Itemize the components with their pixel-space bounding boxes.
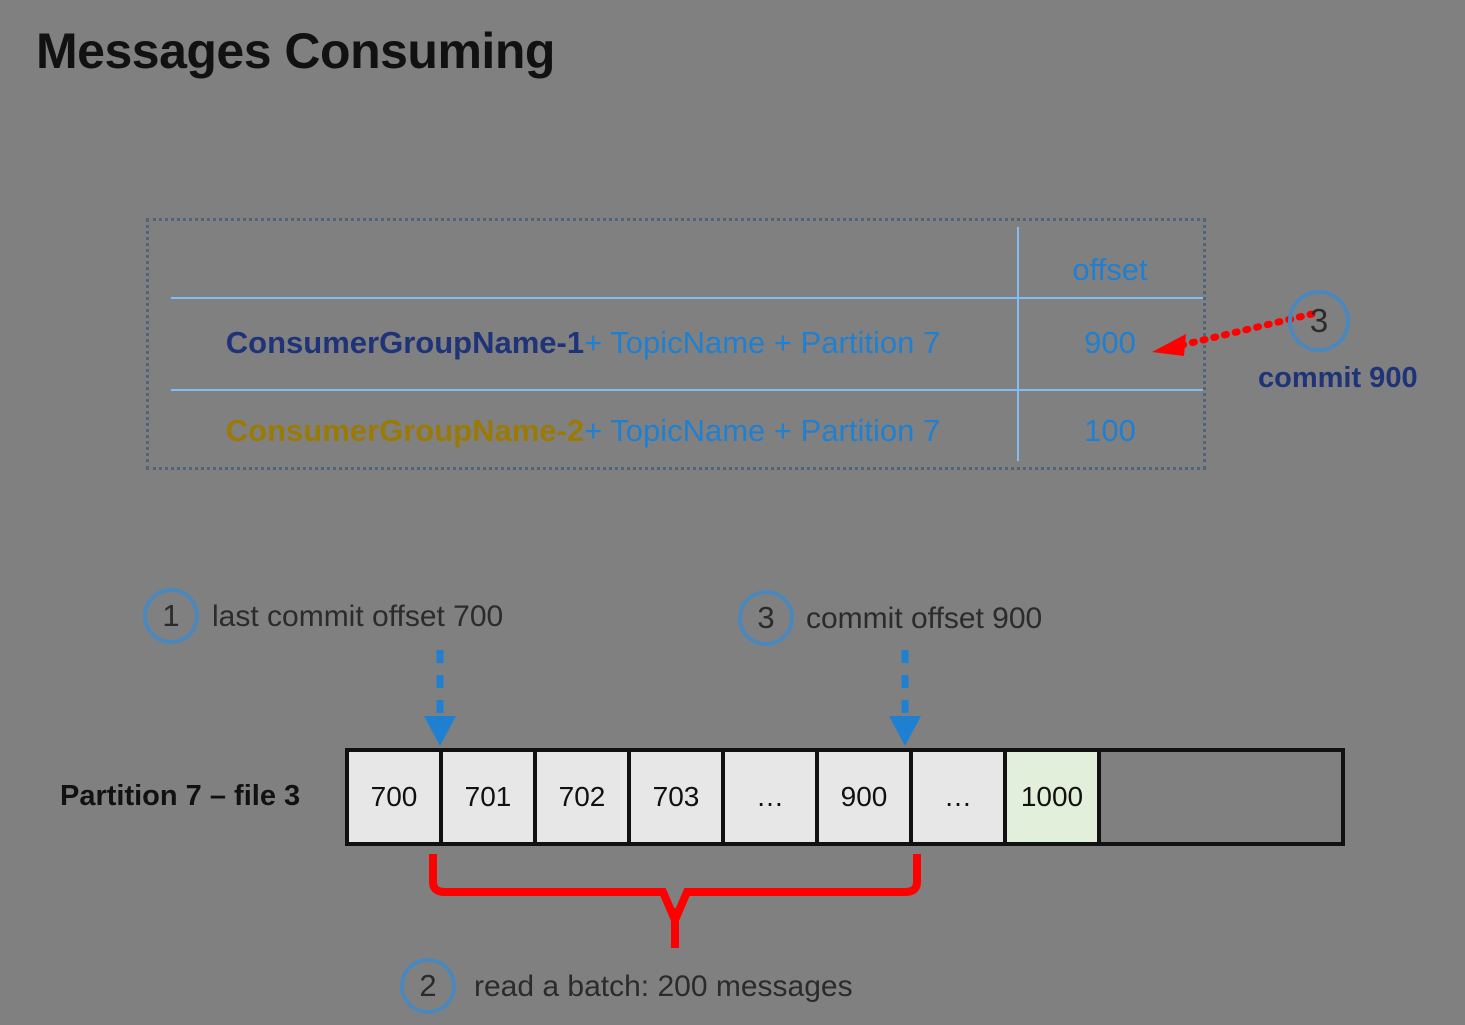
message-cell: 702	[537, 752, 631, 842]
table-row-key-cell: ConsumerGroupName-1+ TopicName + Partiti…	[149, 325, 1017, 361]
down-arrow-icon-2	[889, 650, 921, 746]
table-row-offset-value: 900	[1084, 325, 1136, 360]
message-cell: 700	[349, 752, 443, 842]
table-callout-step-circle: 3	[1288, 290, 1350, 352]
table-header-row: offset	[149, 243, 1203, 297]
table-vertical-divider	[1017, 227, 1019, 461]
step-circle-1: 1	[143, 588, 199, 644]
consumer-group-name: ConsumerGroupName-1	[225, 325, 585, 360]
message-cell-empty	[1101, 752, 1341, 842]
consumer-group-name: ConsumerGroupName-2	[225, 413, 585, 448]
step-circle-3: 3	[738, 590, 794, 646]
step-circle-2: 2	[400, 958, 456, 1014]
offset-column-header: offset	[1072, 252, 1148, 287]
down-arrow-icon-1	[424, 650, 456, 746]
table-horizontal-divider-2	[171, 389, 1203, 391]
table-horizontal-divider-1	[171, 297, 1203, 299]
table-callout-label: commit 900	[1258, 362, 1418, 394]
offset-table: offset ConsumerGroupName-1+ TopicName + …	[146, 218, 1206, 470]
message-cell: …	[725, 752, 819, 842]
partition-message-strip: 700 701 702 703 … 900 … 1000	[345, 748, 1345, 846]
message-cell: 703	[631, 752, 725, 842]
step-label-2: read a batch: 200 messages	[474, 970, 853, 1003]
table-row: ConsumerGroupName-1+ TopicName + Partiti…	[149, 297, 1203, 389]
step-label-1: last commit offset 700	[212, 600, 504, 633]
message-cell: …	[913, 752, 1007, 842]
batch-brace-icon	[429, 854, 921, 948]
message-cell: 900	[819, 752, 913, 842]
topic-partition-suffix: + TopicName + Partition 7	[584, 325, 941, 360]
table-row-offset-value: 100	[1084, 413, 1136, 448]
step-label-3: commit offset 900	[806, 602, 1043, 635]
partition-label: Partition 7 – file 3	[60, 780, 301, 812]
message-cell-latest: 1000	[1007, 752, 1101, 842]
table-row: ConsumerGroupName-2+ TopicName + Partiti…	[149, 389, 1203, 473]
page-title: Messages Consuming	[36, 23, 555, 79]
table-row-key-cell: ConsumerGroupName-2+ TopicName + Partiti…	[149, 413, 1017, 449]
message-cell: 701	[443, 752, 537, 842]
table-header-offset-cell: offset	[1017, 252, 1203, 288]
topic-partition-suffix: + TopicName + Partition 7	[584, 413, 941, 448]
